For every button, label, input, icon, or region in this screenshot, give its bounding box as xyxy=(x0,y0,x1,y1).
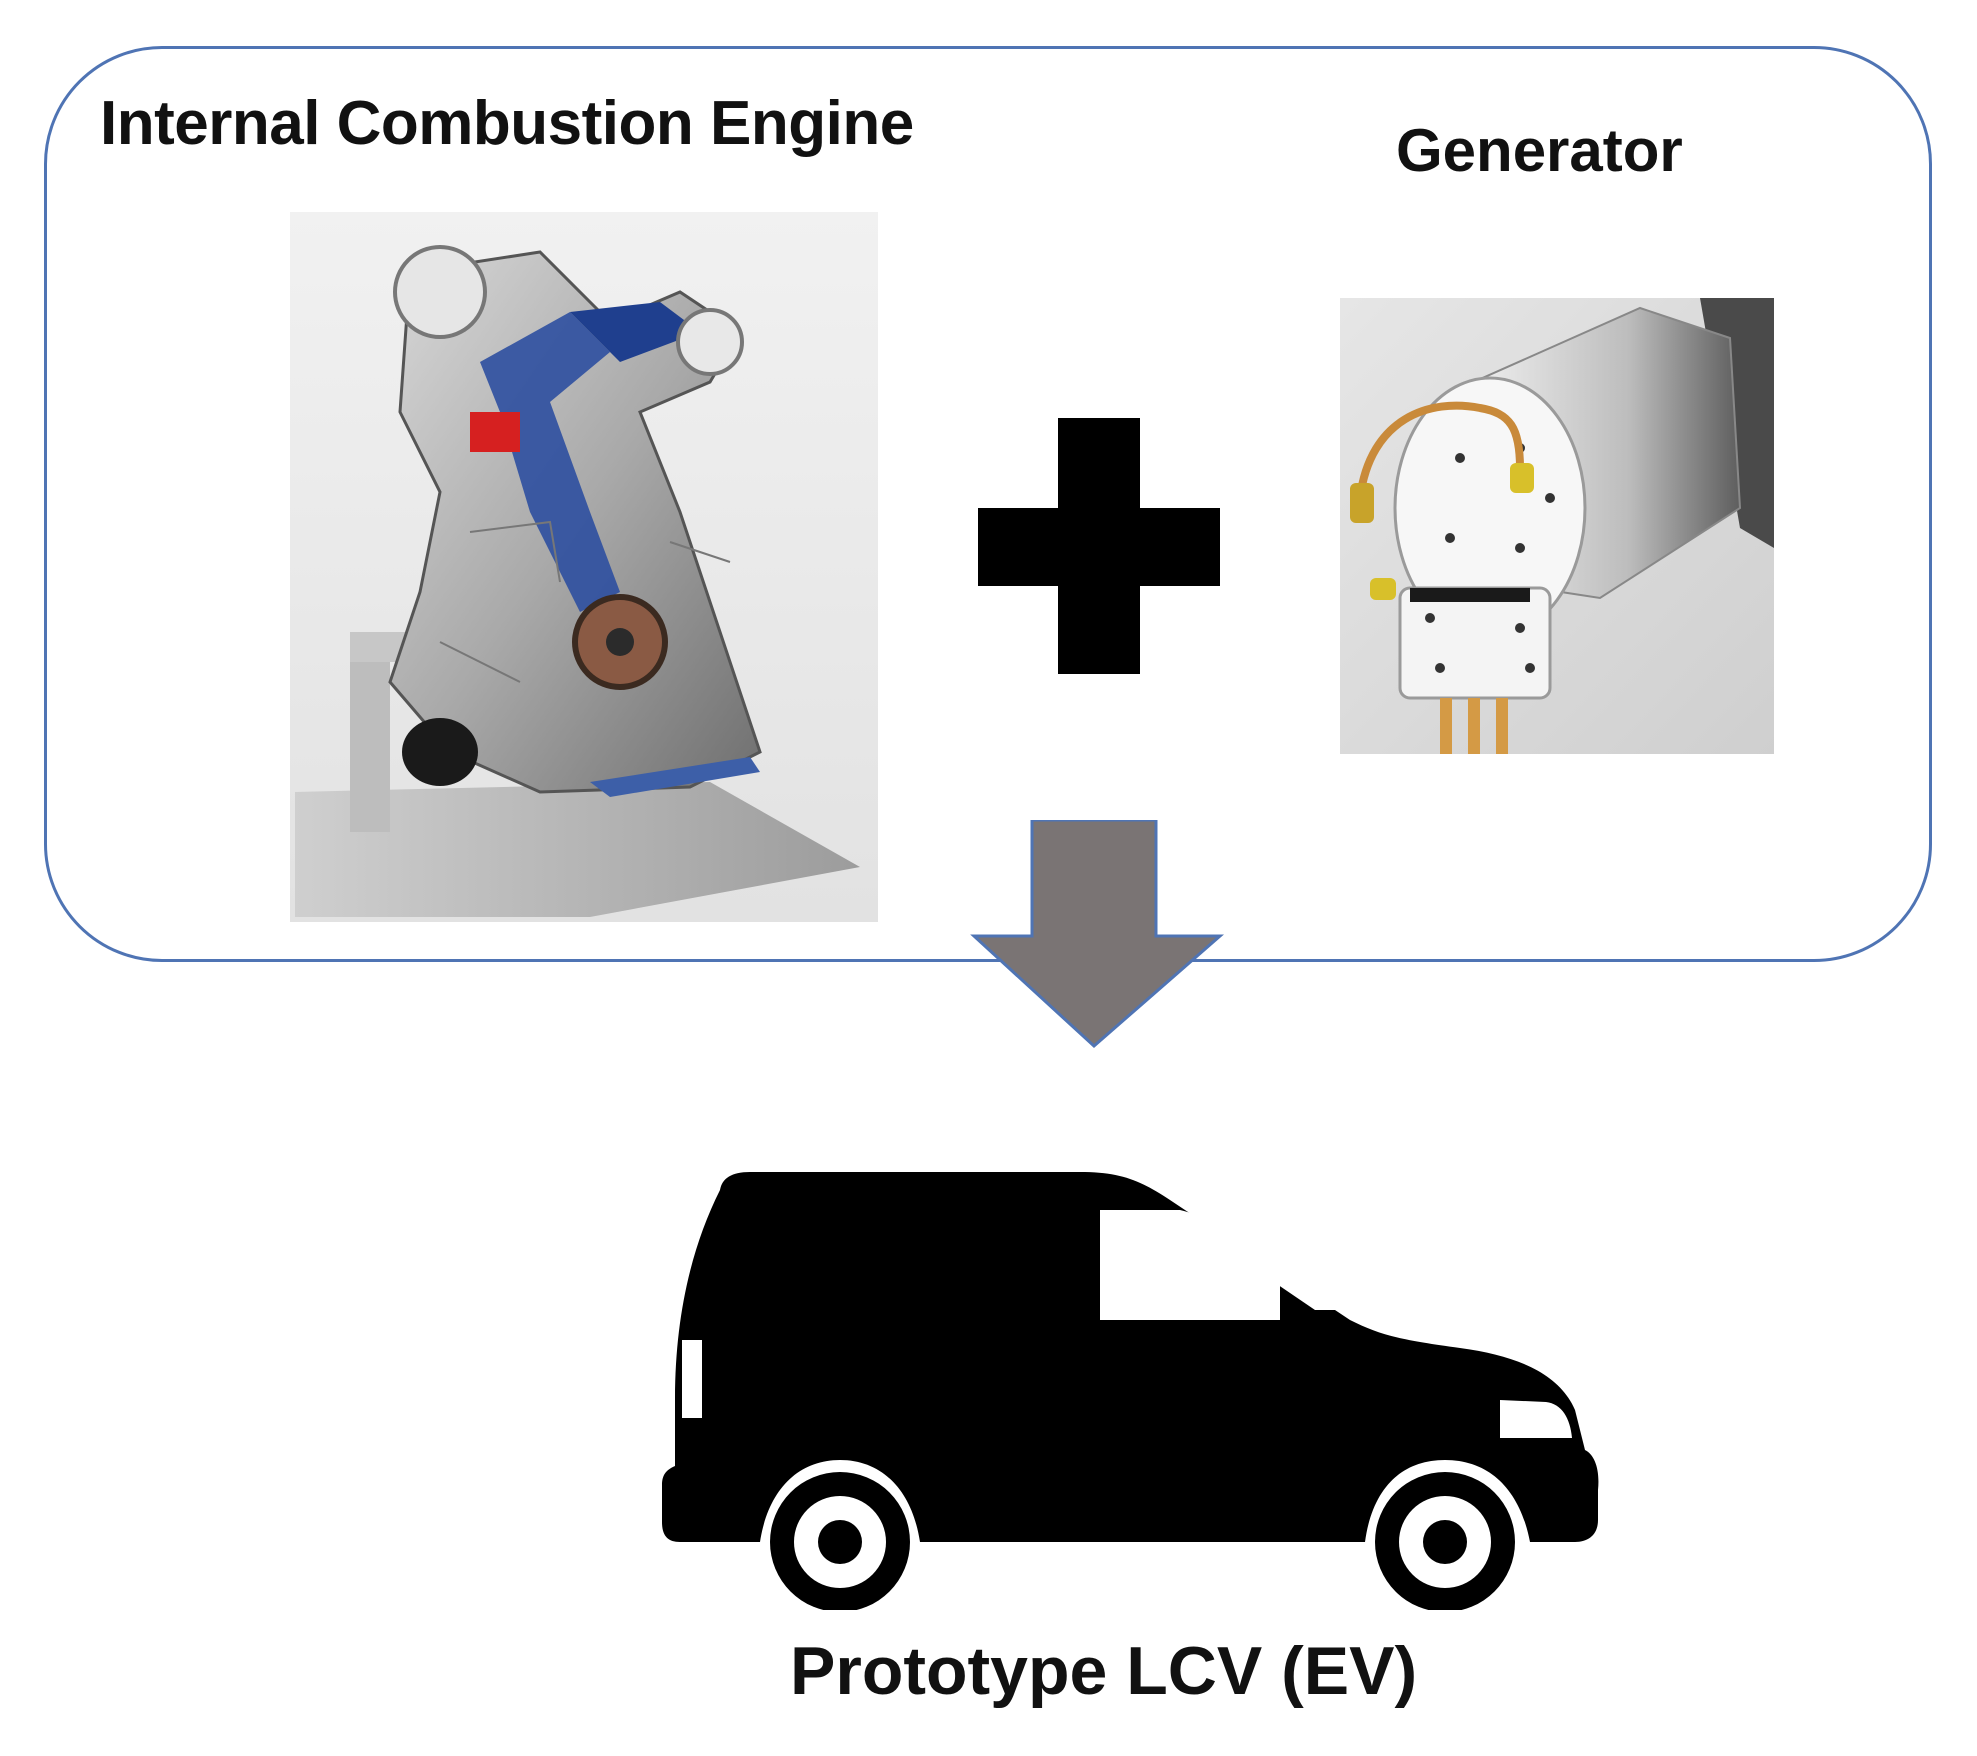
engine-label: Internal Combustion Engine xyxy=(100,89,914,158)
vehicle-label: Prototype LCV (EV) xyxy=(790,1633,1418,1709)
plus-icon xyxy=(978,418,1220,674)
engine-image xyxy=(290,212,878,922)
van-icon xyxy=(660,1170,1630,1610)
arrow-down-icon xyxy=(970,820,1226,1050)
generator-image xyxy=(1340,298,1774,754)
generator-label: Generator xyxy=(1396,117,1683,184)
